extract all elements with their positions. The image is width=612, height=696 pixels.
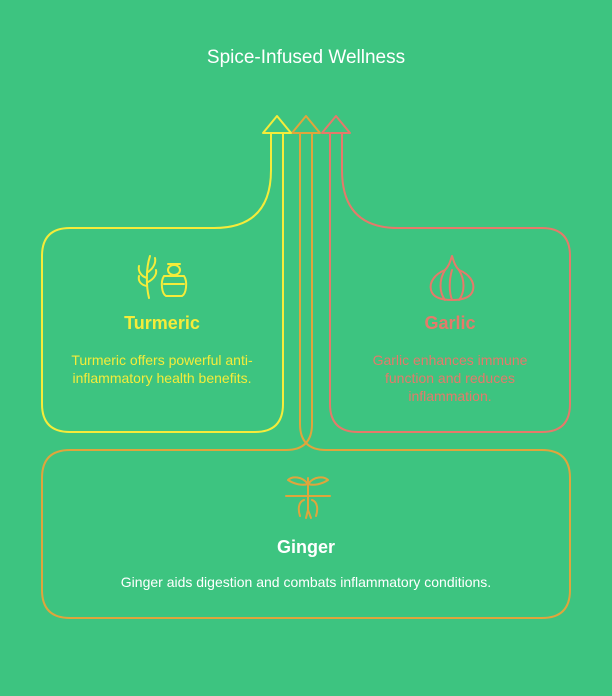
ginger-card-outline xyxy=(41,132,571,619)
turmeric-card: Turmeric Turmeric offers powerful anti-i… xyxy=(60,313,264,387)
ginger-card: Ginger Ginger aids digestion and combats… xyxy=(60,537,552,591)
ginger-description: Ginger aids digestion and combats inflam… xyxy=(120,574,492,590)
ginger-arrow-head-icon xyxy=(291,115,321,134)
garlic-card: Garlic Garlic enhances immune function a… xyxy=(348,313,552,405)
garlic-description: Garlic enhances immune function and redu… xyxy=(372,352,528,404)
turmeric-arrow-head-icon xyxy=(262,115,292,134)
garlic-card-outline xyxy=(329,132,571,433)
turmeric-heading: Turmeric xyxy=(124,313,200,333)
garlic-arrow-head-icon xyxy=(321,115,351,134)
garlic-heading: Garlic xyxy=(424,313,476,333)
diagram-title: Spice-Infused Wellness xyxy=(206,47,406,68)
ginger-root-icon xyxy=(285,476,331,519)
turmeric-card-outline xyxy=(41,132,284,433)
turmeric-description: Turmeric offers powerful anti-inflammato… xyxy=(71,352,253,386)
ginger-heading: Ginger xyxy=(276,537,335,557)
garlic-icon xyxy=(429,255,475,301)
turmeric-plant-icon xyxy=(137,255,188,299)
